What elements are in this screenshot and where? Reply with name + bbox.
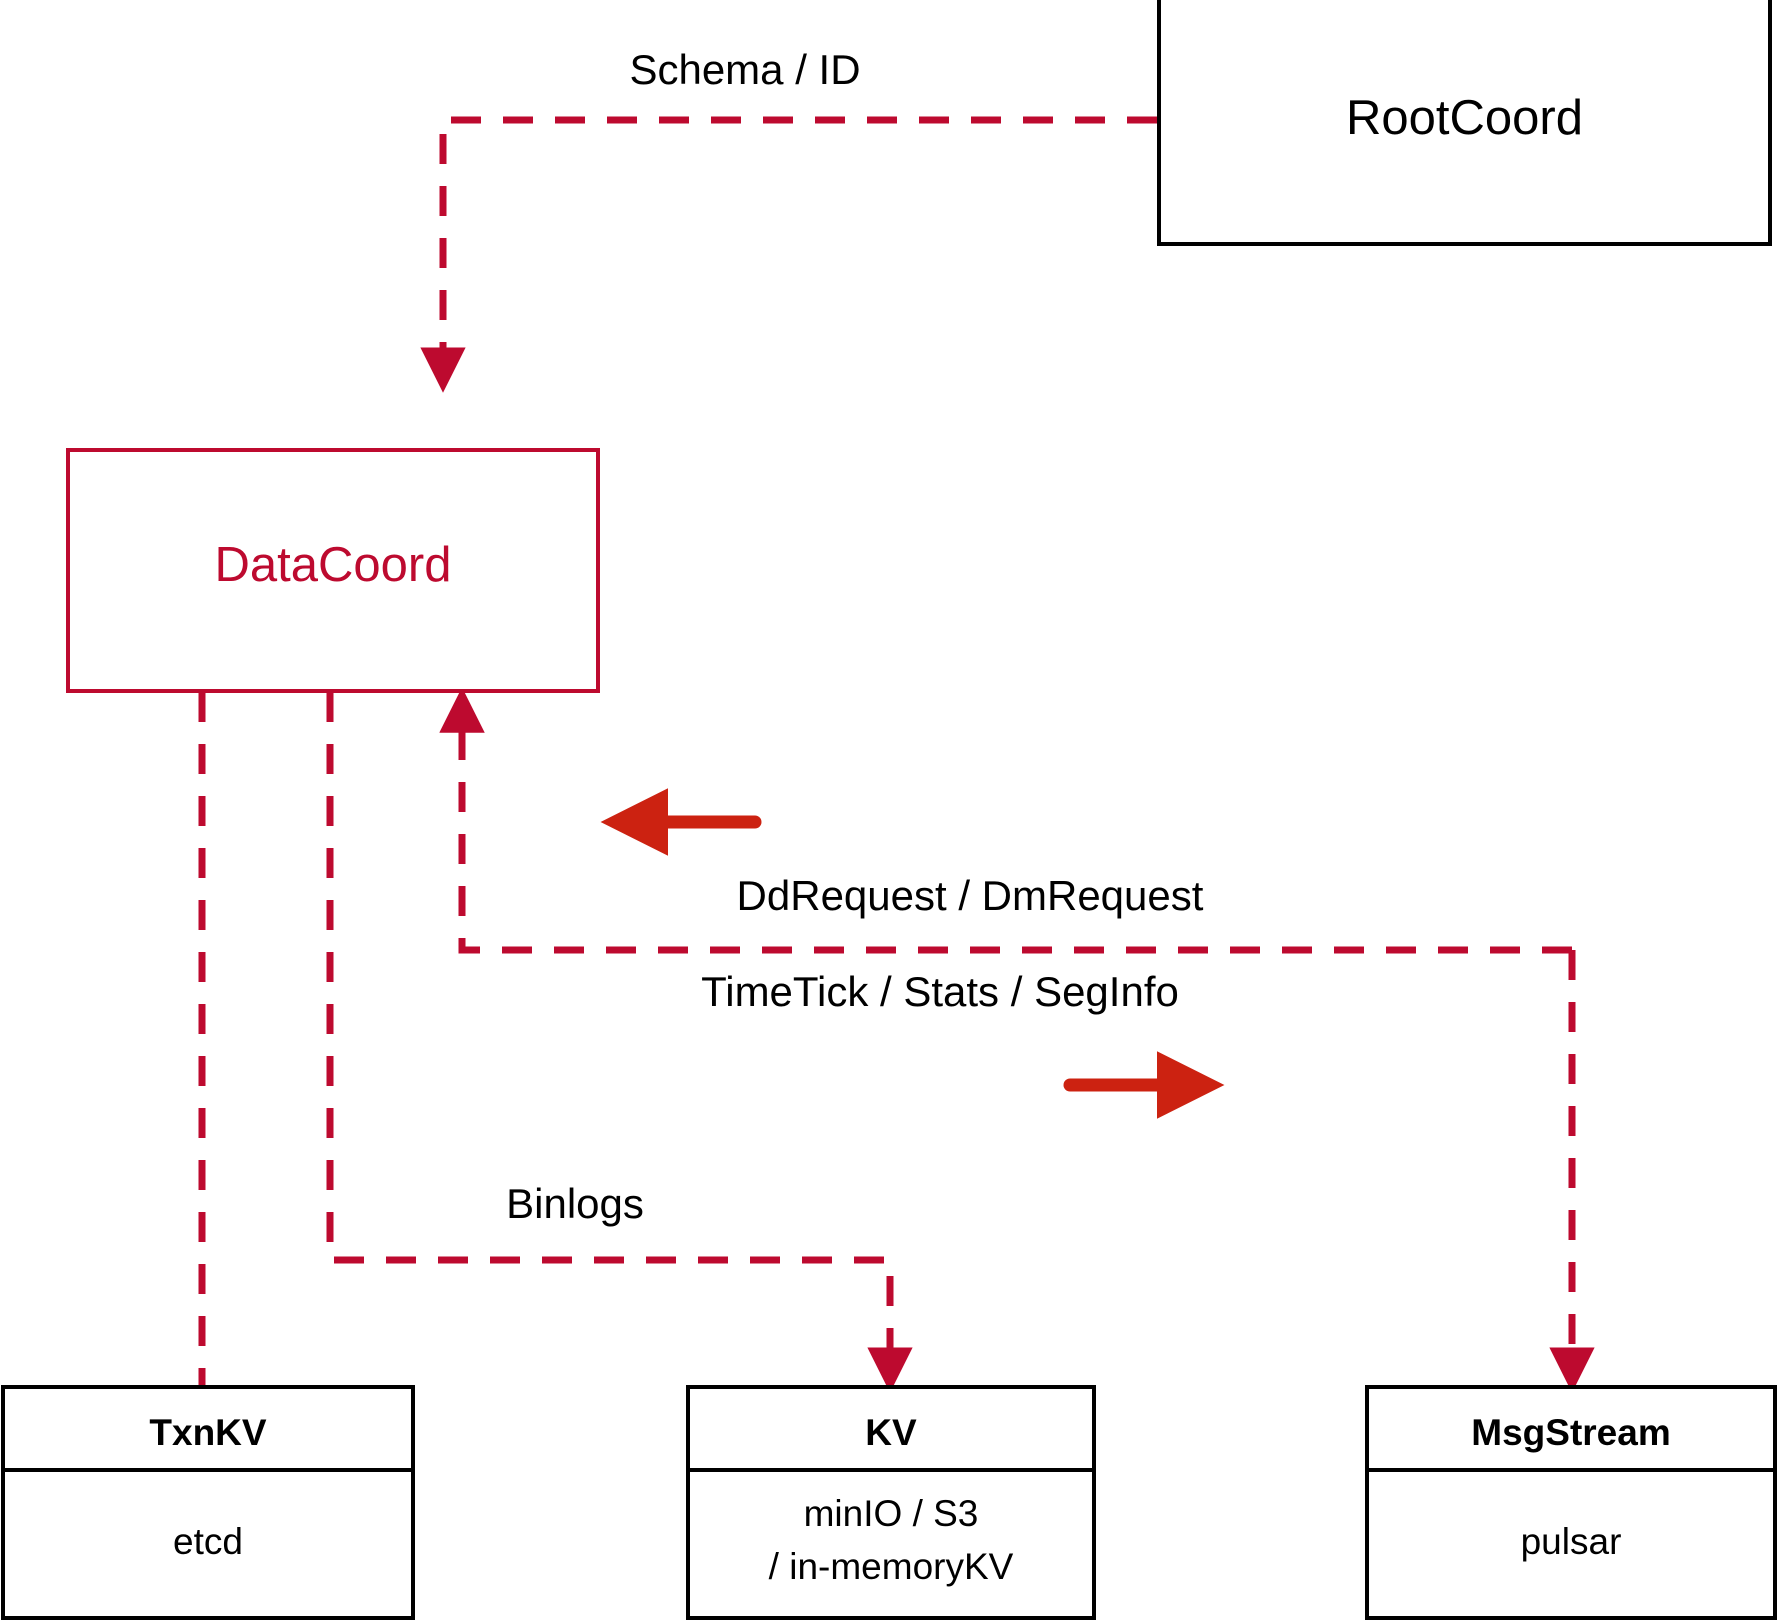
node-rootcoord[interactable]: RootCoord	[1157, 0, 1772, 246]
node-txnkv-title: TxnKV	[149, 1412, 267, 1453]
node-kv-subtitle-line2: / in-memoryKV	[768, 1546, 1014, 1587]
node-datacoord[interactable]: DataCoord	[66, 448, 600, 693]
node-kv-divider	[690, 1468, 1092, 1472]
edge-label-schema-id: Schema / ID	[629, 46, 861, 93]
node-rootcoord-title: RootCoord	[1346, 91, 1583, 145]
node-datacoord-title: DataCoord	[214, 538, 452, 592]
edge-label-timetick-stats-seginfo: TimeTick / Stats / SegInfo	[701, 968, 1179, 1015]
node-msgstream[interactable]: MsgStream pulsar	[1365, 1385, 1777, 1620]
node-msgstream-subtitle: pulsar	[1520, 1521, 1622, 1562]
node-txnkv-subtitle: etcd	[173, 1521, 243, 1562]
node-kv-title: KV	[865, 1412, 917, 1453]
node-kv-subtitle-line1: minIO / S3	[803, 1493, 979, 1534]
edge-rootcoord-to-datacoord	[420, 116, 1157, 393]
edge-msgstream-to-datacoord	[439, 687, 1572, 954]
node-txnkv[interactable]: TxnKV etcd	[1, 1385, 415, 1620]
edge-label-dd-dm-request: DdRequest / DmRequest	[736, 872, 1204, 919]
node-msgstream-title: MsgStream	[1471, 1412, 1671, 1453]
edge-label-binlogs: Binlogs	[506, 1180, 644, 1227]
node-msgstream-divider	[1369, 1468, 1773, 1472]
node-kv[interactable]: KV minIO / S3 / in-memoryKV	[686, 1385, 1096, 1620]
edge-datacoord-to-kv	[326, 692, 913, 1393]
node-txnkv-divider	[5, 1468, 411, 1472]
